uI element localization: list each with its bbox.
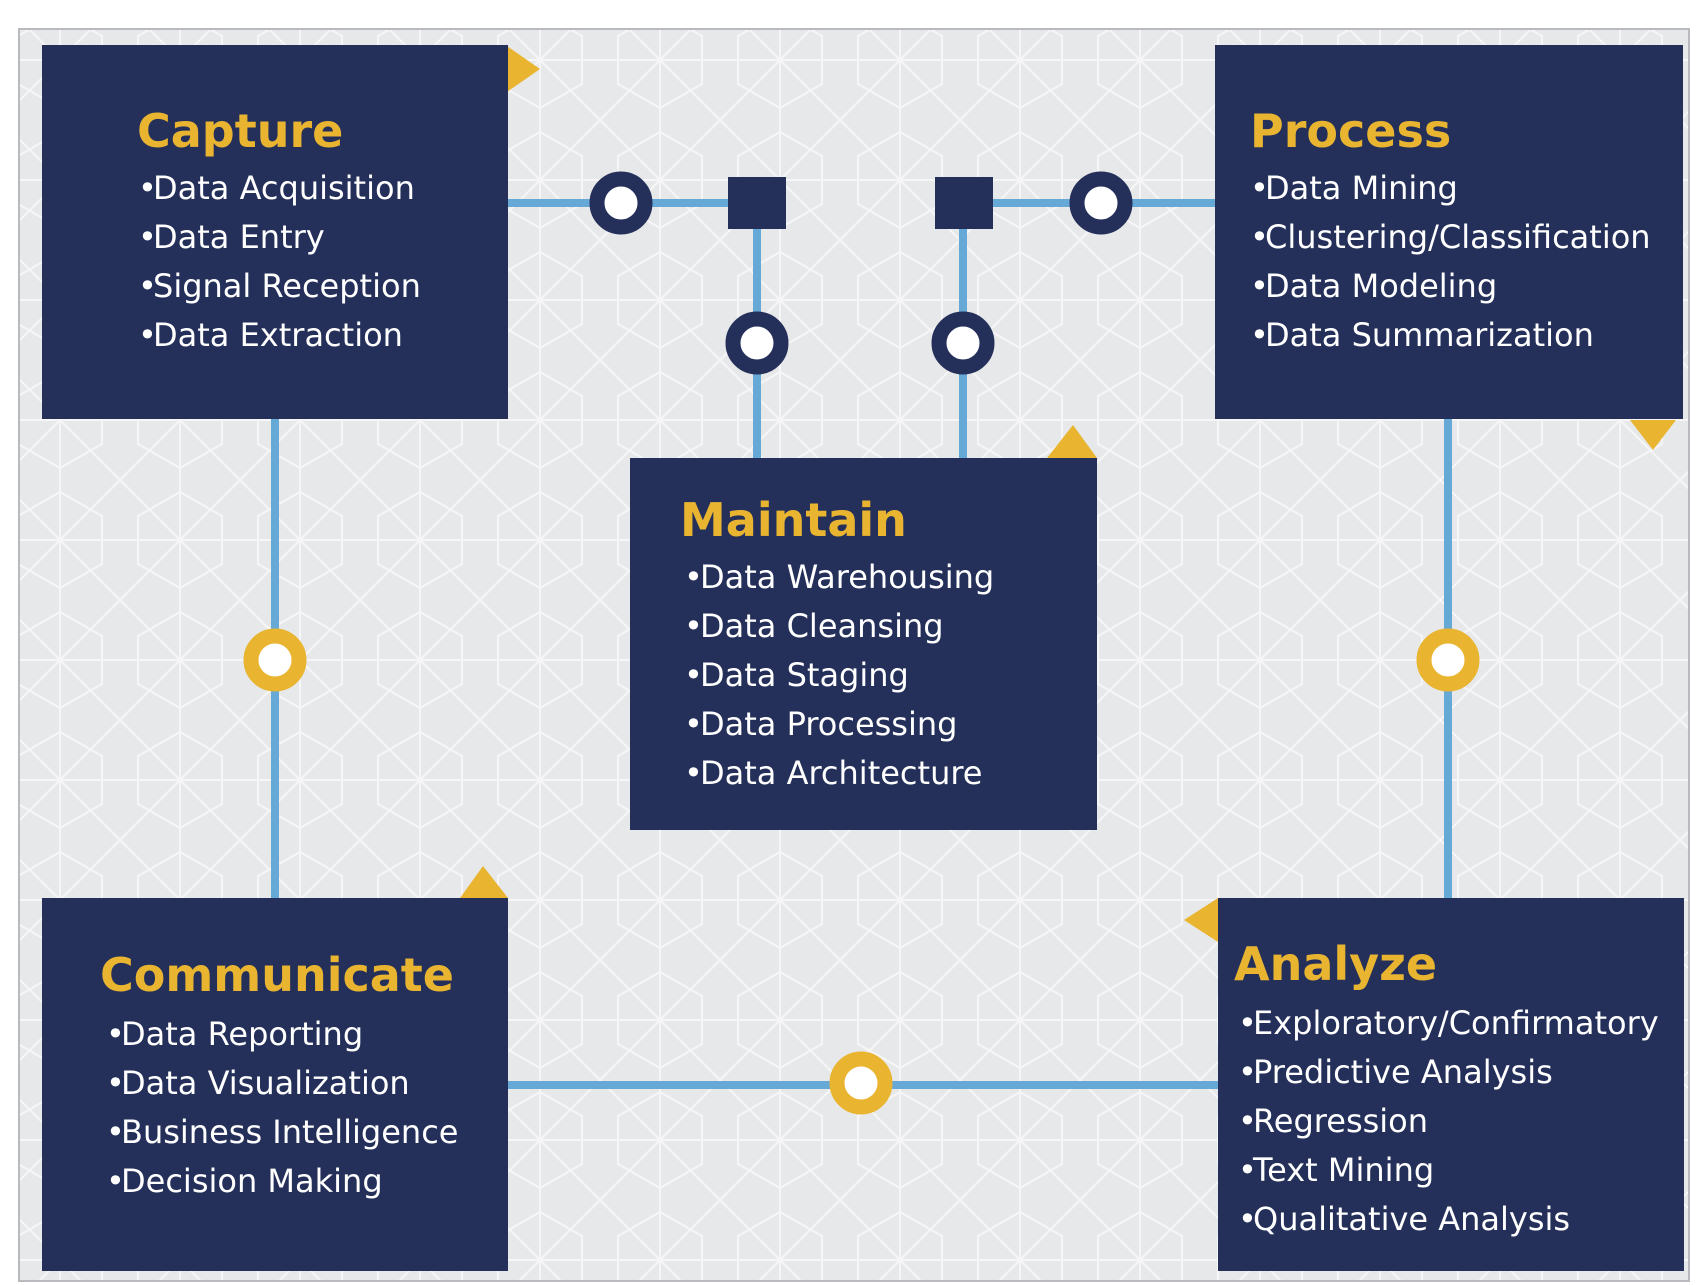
node-process-down (931, 311, 995, 375)
communicate-item-bullet: • (106, 1015, 125, 1053)
process-item: Data Summarization (1265, 316, 1594, 354)
maintain-item-bullet: • (684, 558, 703, 596)
capture-item: Data Acquisition (153, 169, 415, 207)
analyze-item: Text Mining (1252, 1151, 1434, 1189)
maintain-item-bullet: • (684, 754, 703, 792)
triangle-process (1630, 420, 1676, 450)
capture-item: Data Extraction (153, 316, 403, 354)
capture-item-bullet: • (138, 316, 157, 354)
maintain-item: Data Staging (700, 656, 909, 694)
communicate-item: Data Visualization (121, 1064, 410, 1102)
capture-item-bullet: • (138, 169, 157, 207)
capture-item: Data Entry (153, 218, 325, 256)
communicate-item: Data Reporting (121, 1015, 363, 1053)
analyze-item: Regression (1253, 1102, 1428, 1140)
analyze-item-bullet: • (1238, 1151, 1257, 1189)
capture-item-bullet: • (138, 267, 157, 305)
communicate-item-bullet: • (106, 1162, 125, 1200)
triangle-maintain (1047, 425, 1097, 458)
capture-item: Signal Reception (153, 267, 421, 305)
communicate-item-bullet: • (106, 1113, 125, 1151)
maintain-item: Data Cleansing (700, 607, 944, 645)
stage-boxes (42, 45, 1684, 1271)
process-title: Process (1250, 104, 1451, 158)
process-item-bullet: • (1250, 267, 1269, 305)
process-item: Data Mining (1265, 169, 1458, 207)
process-item: Data Modeling (1265, 267, 1497, 305)
communicate-box (42, 898, 508, 1271)
triangle-analyze (1184, 898, 1218, 942)
communicate-item-bullet: • (106, 1064, 125, 1102)
analyze-title: Analyze (1234, 937, 1437, 991)
node-process-top (1069, 171, 1133, 235)
analyze-item: Exploratory/Confirmatory (1253, 1004, 1659, 1042)
connector-nodes (243, 171, 1480, 1115)
node-capture-down (725, 311, 789, 375)
node-right-vertical (1416, 628, 1480, 692)
stage-texts: Capture•Data Acquisition•Data Entry•Sign… (100, 104, 1659, 1238)
process-item-bullet: • (1250, 218, 1269, 256)
capture-title: Capture (137, 104, 343, 158)
maintain-item-bullet: • (684, 705, 703, 743)
junction-square-right (935, 177, 993, 229)
analyze-item-bullet: • (1238, 1200, 1257, 1238)
analyze-item-bullet: • (1238, 1102, 1257, 1140)
process-item: Clustering/Classification (1265, 218, 1651, 256)
process-item-bullet: • (1250, 169, 1269, 207)
accent-triangles (460, 46, 1676, 942)
maintain-box (630, 458, 1097, 830)
process-box (1215, 45, 1683, 419)
node-bottom-horizontal (829, 1051, 893, 1115)
analyze-item: Predictive Analysis (1253, 1053, 1553, 1091)
communicate-item: Decision Making (121, 1162, 383, 1200)
maintain-item-bullet: • (684, 656, 703, 694)
triangle-capture (507, 46, 540, 92)
junction-squares (728, 177, 993, 229)
communicate-title: Communicate (100, 948, 454, 1002)
maintain-item-bullet: • (684, 607, 703, 645)
maintain-item: Data Architecture (700, 754, 982, 792)
node-capture-top (589, 171, 653, 235)
capture-box (42, 45, 508, 419)
analyze-box (1218, 898, 1684, 1271)
capture-item-bullet: • (138, 218, 157, 256)
junction-square-left (728, 177, 786, 229)
node-left-vertical (243, 628, 307, 692)
analyze-item-bullet: • (1238, 1004, 1257, 1042)
triangle-communicate (460, 866, 508, 898)
analyze-item-bullet: • (1238, 1053, 1257, 1091)
maintain-title: Maintain (680, 493, 907, 547)
maintain-item: Data Processing (700, 705, 957, 743)
maintain-item: Data Warehousing (700, 558, 994, 596)
communicate-item: Business Intelligence (121, 1113, 458, 1151)
analyze-item: Qualitative Analysis (1253, 1200, 1570, 1238)
process-item-bullet: • (1250, 316, 1269, 354)
